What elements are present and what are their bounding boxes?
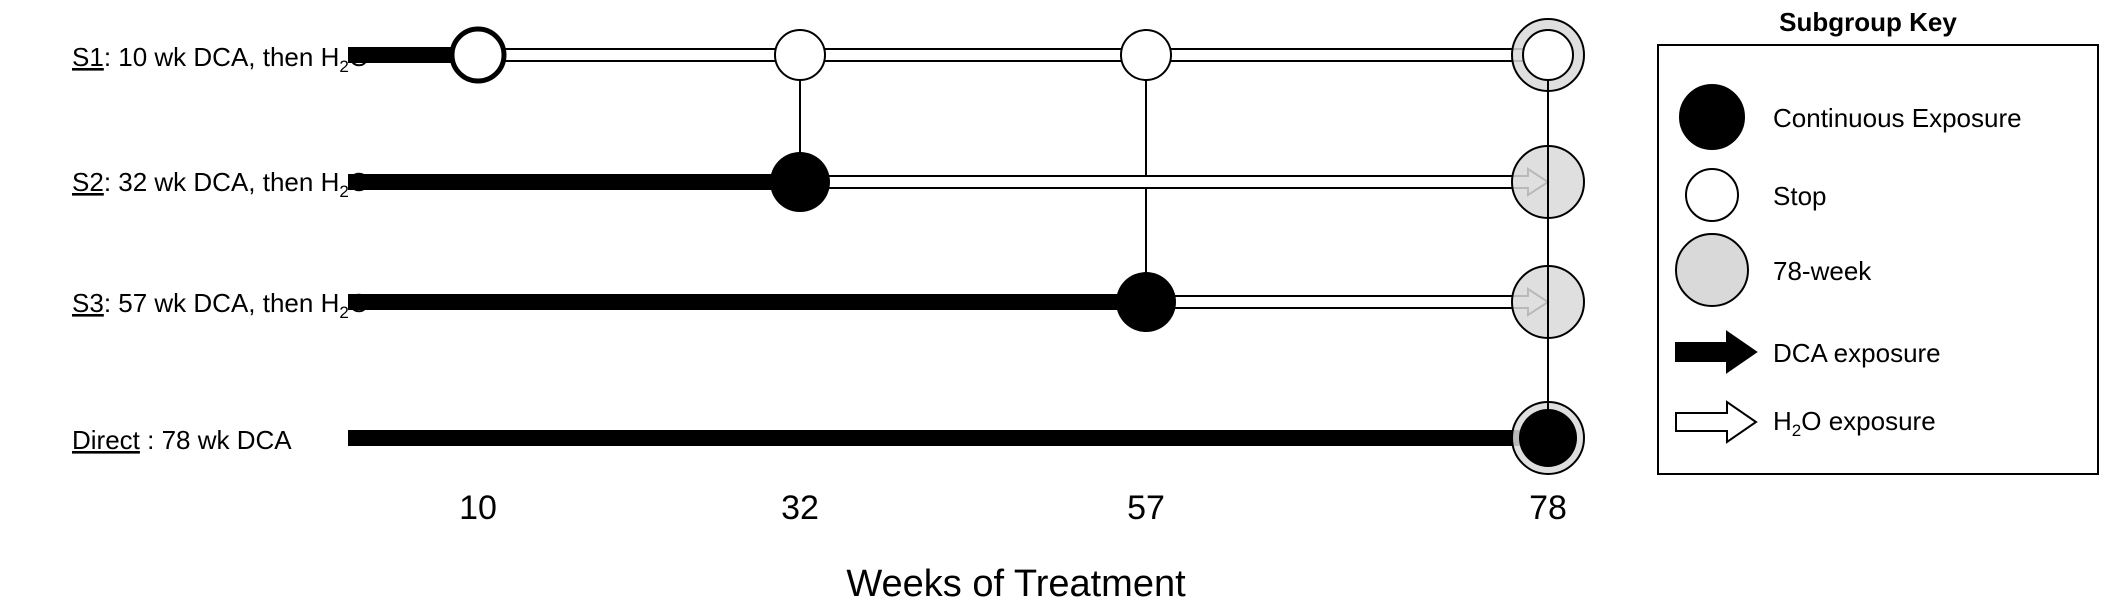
row-label-s1: S1: 10 wk DCA, then H2O: [72, 42, 369, 76]
row-label-s1-sub: 2: [339, 57, 348, 76]
row-label-s2-sub: 2: [339, 182, 348, 201]
row-label-s2: S2: 32 wk DCA, then H2O: [72, 167, 369, 201]
timeline-group: [348, 18, 1585, 475]
dca-bar-s2: [348, 174, 800, 190]
row-label-direct-text: : 78 wk DCA: [140, 425, 292, 455]
h2o-arrow-s1: [477, 40, 1550, 70]
stop-circle-s1-57: [1120, 29, 1172, 81]
dca-bar-direct: [348, 430, 1548, 446]
stop-circle-s1-78: [1522, 29, 1574, 81]
row-label-s2-prefix: S2: [72, 167, 104, 197]
row-label-s3: S3: 57 wk DCA, then H2O: [72, 288, 369, 322]
key-stop-label: Stop: [1773, 181, 1827, 211]
row-label-s2-text: : 32 wk DCA, then H: [104, 167, 340, 197]
row-label-direct: Direct : 78 wk DCA: [72, 425, 292, 455]
stop-circle-s1-32: [774, 29, 826, 81]
week-label-32: 32: [781, 489, 819, 527]
continuous-circle-s3: [1116, 272, 1176, 332]
key-h2o-prefix: H: [1773, 406, 1792, 436]
x-axis-label: Weeks of Treatment: [846, 563, 1186, 604]
dca-bar-s1: [348, 47, 478, 63]
h2o-arrow-s3: [1145, 287, 1550, 317]
key-continuous-icon: [1679, 84, 1745, 150]
key-dca-arrow-icon: [1675, 330, 1758, 374]
key-dca-label: DCA exposure: [1773, 338, 1941, 368]
continuous-circle-direct: [1519, 409, 1577, 467]
key-continuous-label: Continuous Exposure: [1773, 103, 2022, 133]
key-h2o-sub: 2: [1792, 421, 1801, 440]
week-label-10: 10: [459, 489, 497, 527]
dca-bar-s3: [348, 294, 1146, 310]
key-h2o-label: H2O exposure: [1773, 406, 1936, 440]
row-label-s3-prefix: S3: [72, 288, 104, 318]
key-h2o-arrow-icon: [1675, 400, 1758, 444]
h2o-arrow-s2: [799, 167, 1550, 197]
key-title: Subgroup Key: [1779, 7, 1957, 37]
key-78week-icon: [1675, 233, 1749, 307]
key-78week-label: 78-week: [1773, 256, 1872, 286]
week-label-78: 78: [1529, 489, 1567, 527]
continuous-circle-s2: [770, 152, 830, 212]
key-h2o-tail: O exposure: [1801, 406, 1935, 436]
row-label-s1-text: : 10 wk DCA, then H: [104, 42, 340, 72]
row-label-s1-prefix: S1: [72, 42, 104, 72]
row-label-s3-text: : 57 wk DCA, then H: [104, 288, 340, 318]
week-label-57: 57: [1127, 489, 1165, 527]
row-label-direct-prefix: Direct: [72, 425, 141, 455]
key-stop-icon: [1685, 168, 1739, 222]
stop-circle-s1-10: [449, 26, 507, 84]
row-label-s3-sub: 2: [339, 303, 348, 322]
